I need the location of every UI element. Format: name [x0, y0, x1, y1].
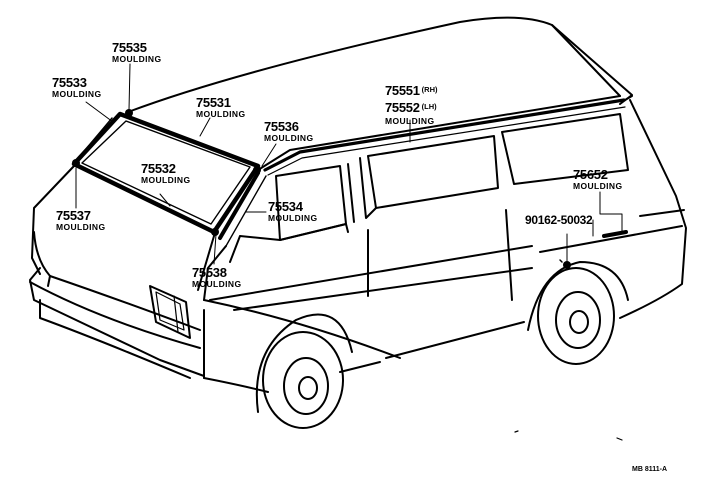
callout-75535-name: MOULDING	[112, 54, 162, 64]
callout-75535-number: 75535	[112, 40, 147, 55]
callout-75536-name: MOULDING	[264, 133, 314, 143]
callout-75533-number: 75533	[52, 75, 87, 90]
callout-75532-name: MOULDING	[141, 175, 191, 185]
callout-75537: 75537 MOULDING	[56, 209, 105, 232]
callout-75531: 75531 MOULDING	[196, 96, 245, 119]
rear-wheel	[527, 261, 629, 365]
side-body	[203, 99, 687, 393]
callout-75531-name: MOULDING	[196, 109, 246, 119]
pillar-moulding	[203, 171, 267, 301]
callout-75538-name: MOULDING	[192, 279, 242, 289]
callout-75536: 75536 MOULDING	[264, 120, 313, 143]
callout-75537-name: MOULDING	[56, 222, 106, 232]
callout-75552-number: 75552	[385, 100, 420, 115]
callout-75534: 75534 MOULDING	[268, 200, 317, 223]
callout-75551-number: 75551	[385, 83, 420, 98]
side-moulding	[602, 230, 628, 238]
callout-75537-number: 75537	[56, 208, 91, 223]
leader-lines	[75, 63, 623, 265]
callout-75652-number: 75652	[573, 167, 608, 182]
roof-outline	[127, 16, 633, 171]
front-body	[29, 165, 215, 379]
screw	[559, 259, 571, 269]
callout-75652-name: MOULDING	[573, 181, 623, 191]
callout-75551-75552: 75551(RH) 75552(LH) MOULDING	[385, 83, 437, 126]
roof-drip-moulding	[263, 95, 633, 176]
headlight	[149, 285, 191, 339]
front-wheel	[255, 313, 353, 429]
callout-75652: 75652 MOULDING	[573, 168, 622, 191]
callout-90162-number: 90162-50032	[525, 213, 593, 227]
callout-75534-name: MOULDING	[268, 213, 318, 223]
callout-90162-50032: 90162-50032	[525, 213, 593, 227]
callout-75534-number: 75534	[268, 199, 303, 214]
callout-75532-number: 75532	[141, 161, 176, 176]
callout-75532: 75532 MOULDING	[141, 162, 190, 185]
callout-75536-number: 75536	[264, 119, 299, 134]
callout-75552-name: MOULDING	[385, 116, 435, 126]
figure-code: MB 8111-A	[632, 466, 668, 473]
callout-75538: 75538 MOULDING	[192, 266, 241, 289]
callout-75531-number: 75531	[196, 95, 231, 110]
callout-75535: 75535 MOULDING	[112, 41, 161, 64]
callout-75538-number: 75538	[192, 265, 227, 280]
callout-75552-side: (LH)	[421, 102, 437, 111]
callout-75551-side: (RH)	[421, 85, 438, 94]
small-marks	[514, 430, 623, 441]
side-windows	[229, 113, 629, 263]
callout-75533: 75533 MOULDING	[52, 76, 101, 99]
callout-75533-name: MOULDING	[52, 89, 102, 99]
